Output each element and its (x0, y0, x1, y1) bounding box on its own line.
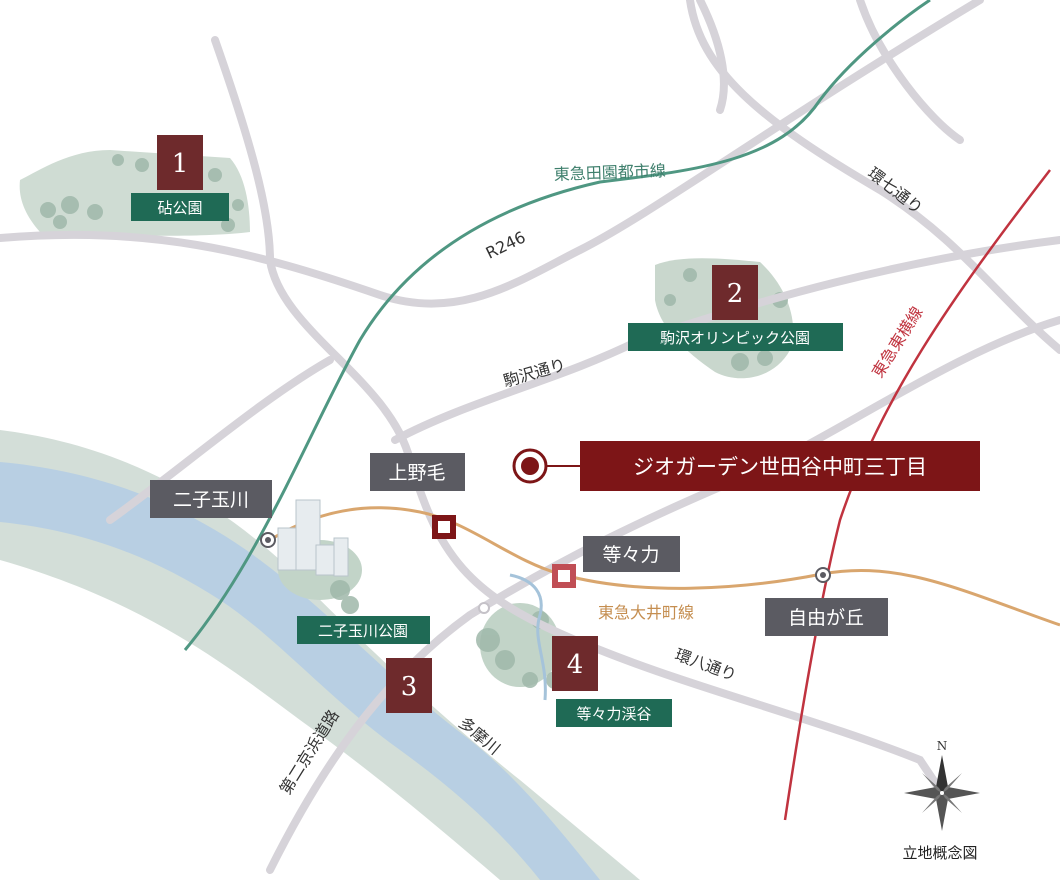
park-label-kinuta: 砧公園 (131, 193, 229, 221)
svg-text:2: 2 (727, 279, 744, 309)
road-north (696, 0, 728, 114)
futakotamagawa-buildings (277, 499, 349, 577)
station-marker-futakotamagawa (260, 532, 276, 548)
park-badge-3: 3 (386, 658, 432, 713)
property-marker (512, 448, 580, 484)
todoroki-stream (509, 573, 547, 701)
road-west (106, 356, 334, 524)
compass-north-label: N (937, 739, 948, 753)
tama-river (0, 462, 600, 880)
svg-text:3: 3 (401, 672, 418, 702)
svg-text:自由が丘: 自由が丘 (788, 607, 864, 629)
oimachi-line-label: 東急大井町線 (598, 603, 694, 622)
r246-label: R246 (483, 227, 529, 262)
svg-text:砧公園: 砧公園 (157, 199, 202, 217)
park-badge-4: 4 (552, 636, 598, 691)
road-kannana (686, 0, 1060, 354)
map-caption: 立地概念図 (902, 844, 977, 862)
park-label-komazawa: 駒沢オリンピック公園 (628, 323, 843, 351)
svg-text:4: 4 (567, 650, 584, 680)
station-label-kaminoge: 上野毛 (370, 453, 465, 491)
station-label-todoroki: 等々力 (583, 536, 680, 572)
toyoko-line-label: 東急東横線 (868, 303, 927, 381)
compass-rose-icon (904, 755, 980, 831)
svg-text:等々力: 等々力 (602, 544, 659, 566)
station-marker-jiyugaoka (815, 567, 831, 583)
svg-text:駒沢オリンピック公園: 駒沢オリンピック公園 (660, 329, 810, 347)
oimachi-line (269, 506, 1060, 627)
park-badge-2: 2 (712, 265, 758, 320)
denentoshi-line-label: 東急田園都市線 (554, 161, 667, 184)
denentoshi-line (183, 0, 931, 651)
svg-text:二子玉川公園: 二子玉川公園 (318, 622, 408, 640)
svg-text:上野毛: 上野毛 (388, 462, 445, 484)
svg-text:1: 1 (172, 149, 189, 179)
park-badge-1: 1 (157, 135, 203, 190)
road-east (856, 0, 964, 144)
svg-text:等々力渓谷: 等々力渓谷 (576, 705, 651, 723)
road-r246 (0, 0, 984, 308)
property-label: ジオガーデン世田谷中町三丁目 (580, 441, 980, 491)
station-marker-kaminoge (432, 515, 456, 539)
svg-text:ジオガーデン世田谷中町三丁目: ジオガーデン世田谷中町三丁目 (633, 455, 927, 479)
toyoko-line (783, 169, 1051, 821)
station-marker-todoroki (552, 564, 576, 588)
junction-marker (478, 602, 490, 614)
svg-text:二子玉川: 二子玉川 (173, 489, 249, 511)
park-label-futakotamagawa: 二子玉川公園 (297, 616, 430, 644)
park-label-todoroki: 等々力渓谷 (556, 699, 672, 727)
station-label-futakotamagawa: 二子玉川 (150, 480, 272, 518)
station-label-jiyugaoka: 自由が丘 (765, 598, 888, 636)
